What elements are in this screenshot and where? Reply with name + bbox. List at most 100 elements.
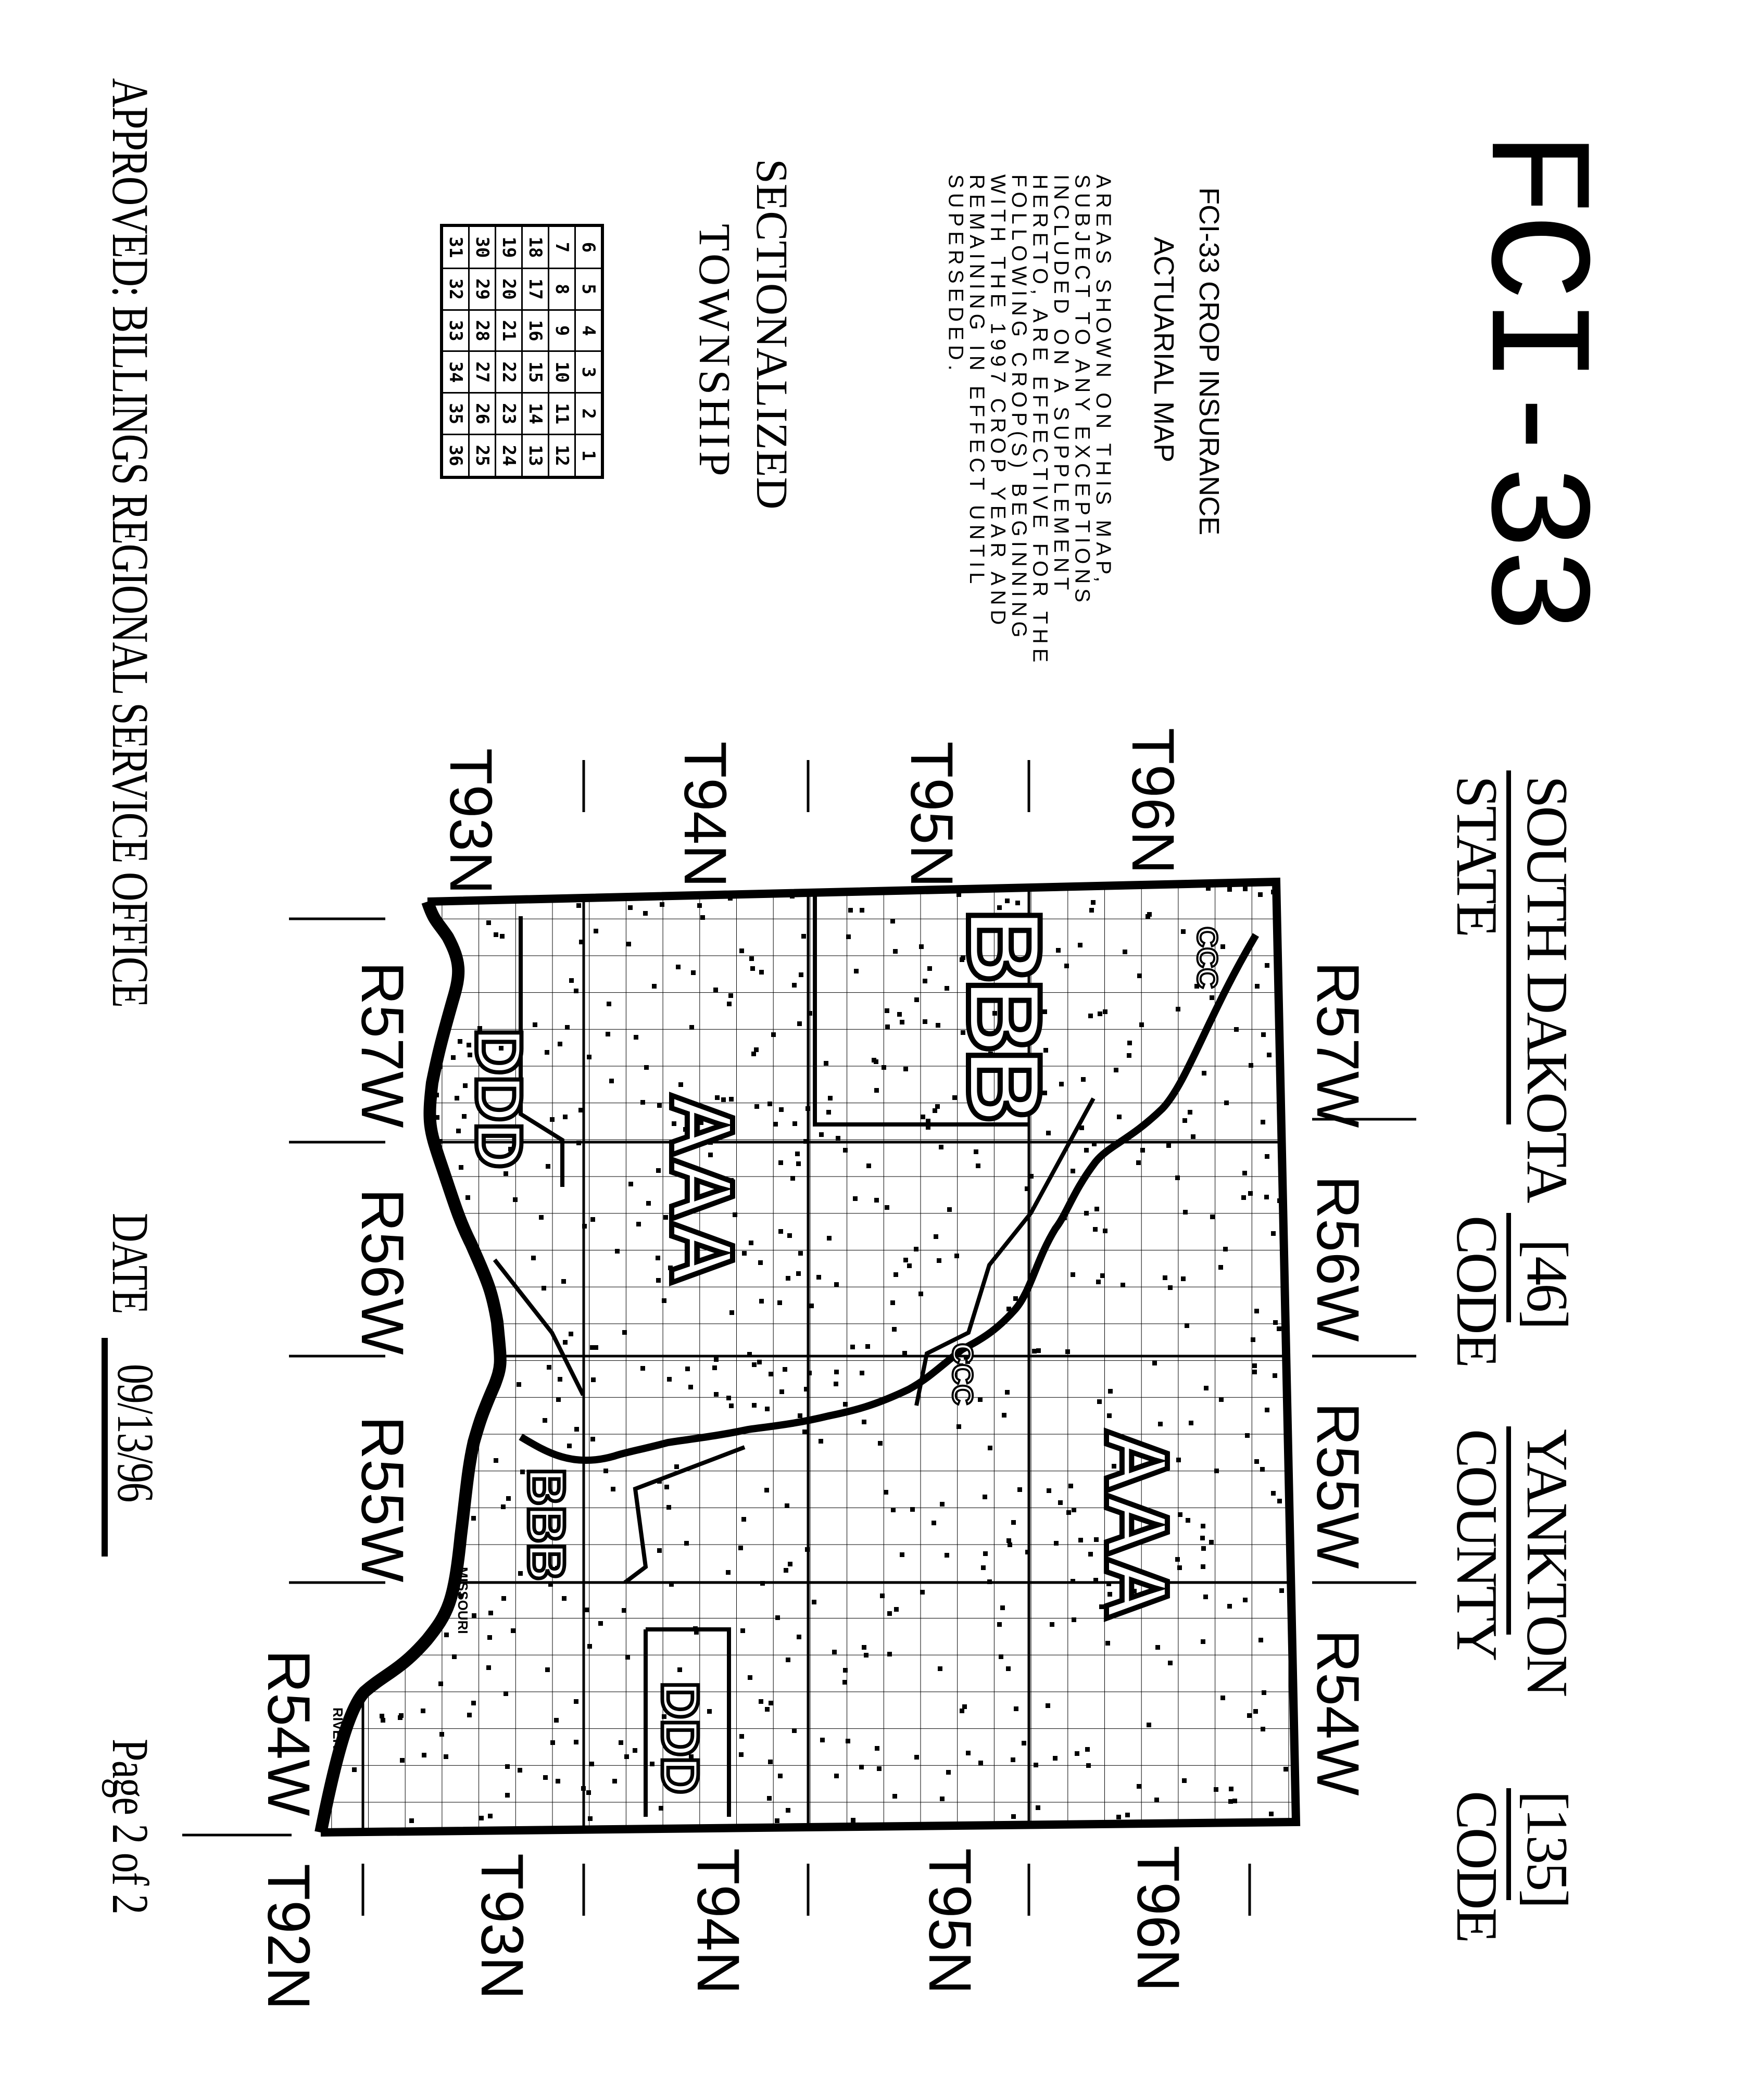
township-label-left: T95N bbox=[898, 741, 965, 888]
map-dot bbox=[836, 1136, 840, 1141]
map-dot bbox=[576, 1141, 581, 1145]
map-dot bbox=[579, 940, 584, 944]
map-dot bbox=[450, 1537, 455, 1541]
map-dot bbox=[1100, 1273, 1105, 1278]
missouri-label: MISSOURI bbox=[455, 1567, 471, 1634]
map-dot bbox=[550, 1117, 555, 1122]
effective-notes: AREAS SHOWN ON THIS MAP, SUBJECT TO ANY … bbox=[944, 174, 1115, 674]
map-dot bbox=[739, 1734, 744, 1739]
map-dot bbox=[426, 1353, 431, 1358]
map-dot bbox=[846, 1739, 850, 1743]
map-dot bbox=[910, 1507, 915, 1512]
map-dot bbox=[1034, 1763, 1038, 1767]
map-dot bbox=[518, 1571, 523, 1576]
map-dot bbox=[542, 1286, 546, 1291]
map-dot bbox=[1277, 1499, 1282, 1503]
map-dot bbox=[1094, 1207, 1099, 1211]
map-dot bbox=[563, 1115, 568, 1119]
notes-line: SUPERSEDED. bbox=[944, 174, 967, 375]
map-dot bbox=[330, 1224, 334, 1229]
map-dot bbox=[499, 1046, 504, 1051]
map-dot bbox=[1088, 1014, 1093, 1018]
map-dot bbox=[759, 1699, 763, 1704]
map-dot bbox=[543, 1418, 547, 1423]
map-dot bbox=[1075, 1751, 1079, 1756]
map-dot bbox=[887, 1611, 892, 1616]
map-dot bbox=[479, 1816, 484, 1820]
map-dot bbox=[533, 1022, 537, 1027]
map-dot bbox=[587, 1644, 592, 1649]
map-dot bbox=[1218, 1265, 1223, 1270]
map-dot bbox=[339, 1626, 344, 1630]
map-dot bbox=[569, 1332, 573, 1336]
map-dot bbox=[1232, 1799, 1237, 1803]
map-dot bbox=[1047, 1488, 1051, 1493]
map-dot bbox=[565, 1025, 570, 1030]
map-dot bbox=[934, 1234, 938, 1239]
map-dot bbox=[792, 1121, 797, 1126]
map-dot bbox=[884, 1490, 888, 1495]
map-dot bbox=[1065, 1349, 1070, 1354]
map-dot bbox=[669, 1582, 674, 1587]
map-dot bbox=[501, 1504, 506, 1509]
map-dot bbox=[937, 1258, 941, 1263]
state-code-underline bbox=[1506, 1213, 1511, 1322]
map-dot bbox=[790, 1176, 795, 1181]
map-dot bbox=[634, 1035, 638, 1040]
map-dot bbox=[1033, 1036, 1037, 1041]
map-dot bbox=[421, 1709, 425, 1713]
map-dot bbox=[715, 1095, 720, 1100]
map-dot bbox=[622, 1608, 626, 1613]
map-dot bbox=[684, 1541, 689, 1546]
map-dot bbox=[520, 1470, 525, 1474]
map-dot bbox=[1017, 1487, 1022, 1492]
map-dot bbox=[820, 1738, 825, 1742]
map-dot bbox=[1243, 887, 1248, 891]
map-dot bbox=[1249, 1063, 1253, 1068]
map-dot bbox=[966, 1751, 971, 1755]
map-dot bbox=[783, 1367, 787, 1372]
map-dot bbox=[556, 1779, 560, 1783]
map-dot bbox=[1255, 984, 1260, 989]
map-dot bbox=[325, 1671, 330, 1676]
map-dot bbox=[728, 993, 733, 998]
map-dot bbox=[588, 1816, 593, 1821]
map-dot bbox=[628, 1182, 633, 1186]
map-dot bbox=[1127, 1053, 1131, 1058]
map-dot bbox=[1139, 1022, 1144, 1027]
map-dot bbox=[1252, 1370, 1257, 1374]
map-dot bbox=[1022, 1741, 1026, 1745]
map-dot bbox=[500, 934, 505, 939]
map-dot bbox=[1210, 995, 1214, 1000]
zone-label-ccc: CCC bbox=[947, 1343, 979, 1405]
map-dot bbox=[379, 1616, 384, 1621]
map-dot bbox=[1182, 1778, 1187, 1783]
notes-line: FOLLOWING CROP(S) BEGINNING bbox=[1008, 174, 1030, 642]
map-dot bbox=[657, 1103, 662, 1108]
map-dot bbox=[767, 1796, 772, 1801]
map-dot bbox=[1191, 1134, 1195, 1139]
map-dot bbox=[748, 1675, 752, 1680]
map-dot bbox=[965, 1359, 970, 1364]
map-dot bbox=[1091, 900, 1096, 905]
map-dot bbox=[843, 1402, 848, 1407]
map-dot bbox=[752, 1362, 757, 1367]
zone-label-bbb: BBB bbox=[946, 908, 1062, 1119]
map-dot bbox=[874, 1059, 878, 1064]
map-dot bbox=[660, 902, 664, 907]
map-dot bbox=[1271, 1231, 1276, 1236]
map-dot bbox=[1036, 1805, 1040, 1810]
map-dot bbox=[785, 1503, 789, 1508]
map-dot bbox=[506, 1496, 511, 1501]
map-dot bbox=[786, 1808, 790, 1813]
map-dot bbox=[1265, 1154, 1269, 1159]
map-dot bbox=[890, 919, 895, 924]
map-dot bbox=[511, 1628, 515, 1633]
map-dot bbox=[956, 892, 961, 897]
map-dot bbox=[893, 949, 898, 954]
map-dot bbox=[962, 1704, 967, 1709]
map-dot bbox=[562, 1596, 567, 1601]
map-dot bbox=[1155, 1645, 1160, 1650]
zone-label-ccc: CCC bbox=[1191, 927, 1224, 989]
notes-line: INCLUDED ON A SUPPLEMENT bbox=[1050, 174, 1073, 595]
